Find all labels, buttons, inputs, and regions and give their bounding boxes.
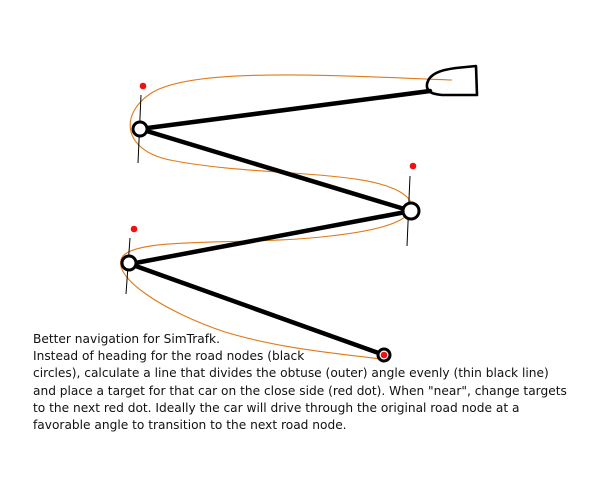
road-segment-2 (137, 126, 414, 214)
caption-line-5: to the next red dot. Ideally the car wil… (33, 400, 520, 415)
caption-text: Better navigation for SimTrafk. Instead … (33, 331, 593, 434)
car-icon (425, 64, 479, 97)
road-nodes (120, 120, 421, 363)
road-segment-4 (127, 261, 387, 358)
caption-line-3: circles), calculate a line that divides … (33, 366, 549, 381)
caption-line-1: Better navigation for SimTrafk. (33, 332, 220, 346)
target-dot-1 (139, 82, 147, 90)
target-dot-3 (130, 225, 138, 233)
road-node-3 (120, 254, 138, 272)
road-segments (127, 88, 433, 358)
target-dot-4 (380, 351, 388, 359)
caption-line-6: favorable angle to transition to the nex… (33, 418, 347, 433)
caption-line-4: and place a target for that car on the c… (33, 383, 567, 398)
caption-line-2: Instead of heading for the road nodes (b… (33, 349, 305, 364)
road-node-2 (401, 201, 421, 221)
target-dot-2 (409, 162, 417, 170)
car-path-curve (120, 74, 453, 361)
road-node-1 (131, 120, 149, 138)
road-segment-3 (127, 208, 414, 267)
target-dots (130, 82, 417, 359)
road-segment-1 (137, 88, 433, 132)
